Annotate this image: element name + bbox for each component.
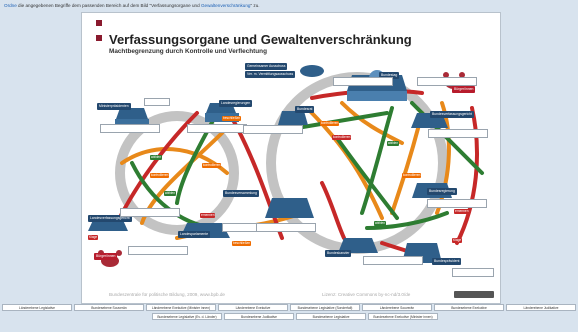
instruction-highlight: Gewaltenverschränkung <box>200 3 251 8</box>
label-vermittlungsausschuss: Ver. m. Vermittlungsausschuss <box>245 71 296 78</box>
credit-source: Bundeszentrale für politische Bildung, 2… <box>109 292 225 297</box>
chip-term[interactable]: Bundesebene Exekutive (Minister innen) <box>368 313 438 320</box>
diagram-figure: Verfassungsorgane und Gewaltenverschränk… <box>81 12 501 304</box>
figure-subtitle: Machtbegrenzung durch Kontrolle und Verf… <box>109 48 267 55</box>
drop-zone[interactable] <box>333 77 393 86</box>
tag-kontrollieren: kontrollieren <box>202 163 222 168</box>
chip-term[interactable]: Länderebene Exekutive <box>218 304 288 311</box>
tag-kontrollieren: kontrollieren <box>402 173 422 178</box>
label-landesparlamente: Landesparlamente <box>178 231 211 238</box>
label-ministerpraesidenten: Ministerpräsidenten <box>97 103 131 110</box>
chip-term[interactable]: Länderebene Exekutive (Minister innen) <box>146 304 216 311</box>
credit-license: Lizenz: Creative Commons by-nc-nd/3.0/de <box>322 292 411 297</box>
tag-beschliessen: beschließen <box>232 241 252 246</box>
tag-kontrollieren: kontrollieren <box>332 135 352 140</box>
tag-kontrollieren: kontrollieren <box>320 121 340 126</box>
label-bundeskanzler: Bundeskanzler <box>325 250 352 257</box>
label-bundesversammlung: Bundesversammlung <box>223 190 259 197</box>
drop-zone[interactable] <box>452 268 494 277</box>
chip-term[interactable]: Bundesebene Legislative (Sonderfall) <box>290 304 360 311</box>
drop-zone[interactable] <box>363 256 423 265</box>
label-bundespraesident: Bundespräsident <box>432 258 462 265</box>
title-square-icon <box>96 35 102 41</box>
label-bundesregierung: Bundesregierung <box>427 188 457 195</box>
label-landesregierungen: Landesregierungen <box>219 100 253 107</box>
label-bundesverfassungsgericht: Bundesverfassungsgericht <box>430 111 474 118</box>
tag-waehlen: wählen <box>374 221 387 226</box>
chip-term[interactable]: Bundesebene Souverän <box>74 304 144 311</box>
tag-beschliessen: beschließen <box>222 116 242 121</box>
tag-waehlen: wählen <box>387 141 400 146</box>
tag-waehlen: wählen <box>150 155 163 160</box>
drop-zone[interactable] <box>120 208 180 217</box>
drop-zone[interactable] <box>144 98 170 106</box>
green-arrows <box>130 101 484 230</box>
chip-term[interactable]: Bundesebene Legislative <box>296 313 366 320</box>
instruction-prefix: Ordne <box>4 3 17 8</box>
drop-zone[interactable] <box>243 125 303 134</box>
chip-term[interactable]: Bundesebene Judikative <box>224 313 294 320</box>
tag-klage: Klage <box>452 238 463 243</box>
label-bundestag: Bundestag <box>379 72 400 79</box>
chip-term[interactable]: Länderebene Judikative <box>506 304 576 311</box>
drop-zone[interactable] <box>427 199 487 208</box>
tag-klage: Klage <box>88 235 99 240</box>
instruction-body: die angegebenen Begriffe dem passenden B… <box>16 3 201 8</box>
drop-zone[interactable] <box>128 246 188 255</box>
chip-term[interactable]: Länderebene Souverän <box>362 304 432 311</box>
drop-zone[interactable] <box>428 129 488 138</box>
drop-zone[interactable] <box>187 124 247 133</box>
tag-kontrollieren: kontrollieren <box>150 173 170 178</box>
chip-term[interactable]: Länderebene Legislative <box>2 304 72 311</box>
instruction-text: Ordne die angegebenen Begriffe dem passe… <box>4 3 260 8</box>
label-gemeinsamer-ausschuss: Gemeinsamer Ausschuss <box>245 63 288 70</box>
tag-ernennen: ernennen <box>200 213 216 218</box>
chip-term[interactable]: Bundesebene Exekutive <box>434 304 504 311</box>
cc-license-badge <box>454 291 494 298</box>
label-landesverfassungsgericht: Landesverfassungsgericht <box>88 215 132 222</box>
label-bundesrat: Bundesrat <box>295 106 315 113</box>
drop-zone[interactable] <box>256 223 316 232</box>
label-buerger-bund: Bürger/innen <box>452 86 476 93</box>
federal-organs <box>265 65 465 263</box>
figure-title: Verfassungsorgane und Gewaltenverschränk… <box>109 32 412 47</box>
drop-zone[interactable] <box>100 124 160 133</box>
label-buerger-laender: Bürger/innen <box>94 253 118 260</box>
drop-zone[interactable] <box>417 77 477 86</box>
tag-waehlen: wählen <box>164 191 177 196</box>
title-square-icon <box>96 20 102 26</box>
tag-ernennen: ernennen <box>454 209 470 214</box>
state-level-ring <box>115 111 239 235</box>
instruction-suffix: " zu. <box>250 3 260 8</box>
chip-term[interactable]: Bundesebene Legislative (Ev. d. Länder) <box>152 313 222 320</box>
